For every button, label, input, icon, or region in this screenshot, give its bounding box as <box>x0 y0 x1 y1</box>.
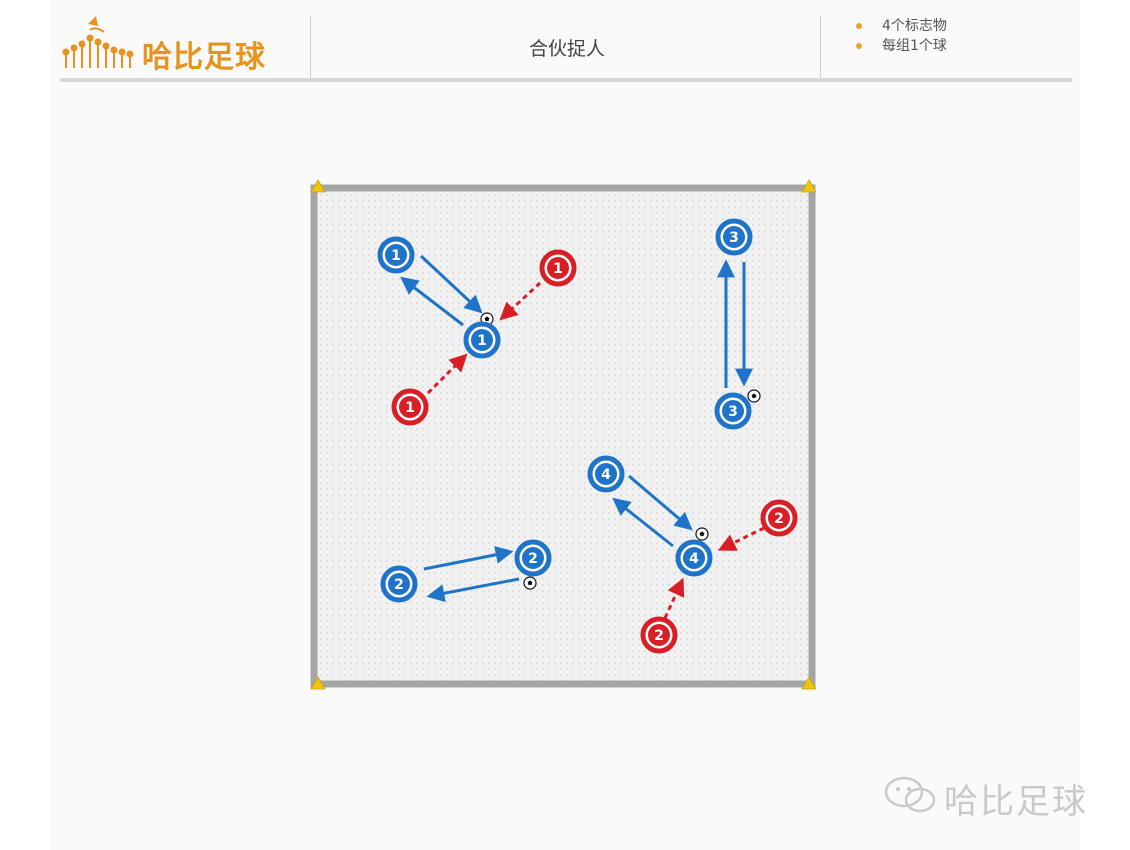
pass-arrow <box>419 254 483 314</box>
red-player: 1 <box>391 388 429 426</box>
pitch-boundary <box>310 184 816 688</box>
equipment-list: 4个标志物 每组1个球 <box>850 16 947 56</box>
blue-player: 4 <box>587 455 625 493</box>
svg-text:1: 1 <box>405 400 415 416</box>
svg-text:2: 2 <box>774 511 784 527</box>
pass-arrow <box>628 474 693 531</box>
pass-arrow <box>400 276 464 327</box>
svg-text:1: 1 <box>553 261 563 277</box>
svg-text:2: 2 <box>528 551 538 567</box>
header-rule <box>60 78 1072 82</box>
bullet-icon <box>856 23 862 29</box>
logo-figure-icon <box>62 16 134 68</box>
blue-player: 4 <box>675 539 713 577</box>
pass-arrow <box>612 497 674 548</box>
watermark: 哈比足球 <box>880 772 1086 822</box>
bullet-icon <box>856 43 862 49</box>
wechat-icon <box>884 776 936 813</box>
drill-title: 合伙捉人 <box>528 38 605 60</box>
watermark-text: 哈比足球 <box>944 782 1088 822</box>
svg-text:4: 4 <box>689 551 699 567</box>
svg-text:2: 2 <box>394 577 404 593</box>
blue-player: 1 <box>377 236 415 274</box>
svg-text:2: 2 <box>654 628 664 644</box>
chase-arrow <box>717 526 765 551</box>
blue-player: 2 <box>380 565 418 603</box>
chase-arrow <box>663 577 685 619</box>
blue-player: 1 <box>463 321 501 359</box>
svg-text:3: 3 <box>728 404 738 420</box>
blue-player: 2 <box>514 539 552 577</box>
cone-icon <box>310 676 326 690</box>
pass-arrow <box>426 577 520 603</box>
blue-player: 3 <box>714 392 752 430</box>
header-divider <box>820 16 821 78</box>
svg-text:1: 1 <box>391 248 401 264</box>
svg-text:4: 4 <box>601 467 611 483</box>
cone-icon <box>310 179 326 193</box>
header-divider <box>310 16 311 78</box>
cone-icon <box>801 179 817 193</box>
red-player: 1 <box>539 249 577 287</box>
svg-text:1: 1 <box>477 333 487 349</box>
logo: 哈比足球 <box>60 14 300 78</box>
pass-arrow <box>423 545 514 571</box>
equipment-item: 每组1个球 <box>850 36 947 56</box>
ball-icon <box>747 389 761 403</box>
svg-text:3: 3 <box>729 230 739 246</box>
header: 哈比足球 合伙捉人 4个标志物 每组1个球 <box>60 14 1070 78</box>
logo-text: 哈比足球 <box>142 40 266 75</box>
blue-player: 3 <box>715 218 753 256</box>
red-player: 2 <box>640 616 678 654</box>
ball-icon <box>695 527 709 541</box>
equipment-item: 4个标志物 <box>850 16 947 36</box>
cone-icon <box>801 676 817 690</box>
ball-icon <box>523 576 537 590</box>
red-player: 2 <box>760 499 798 537</box>
